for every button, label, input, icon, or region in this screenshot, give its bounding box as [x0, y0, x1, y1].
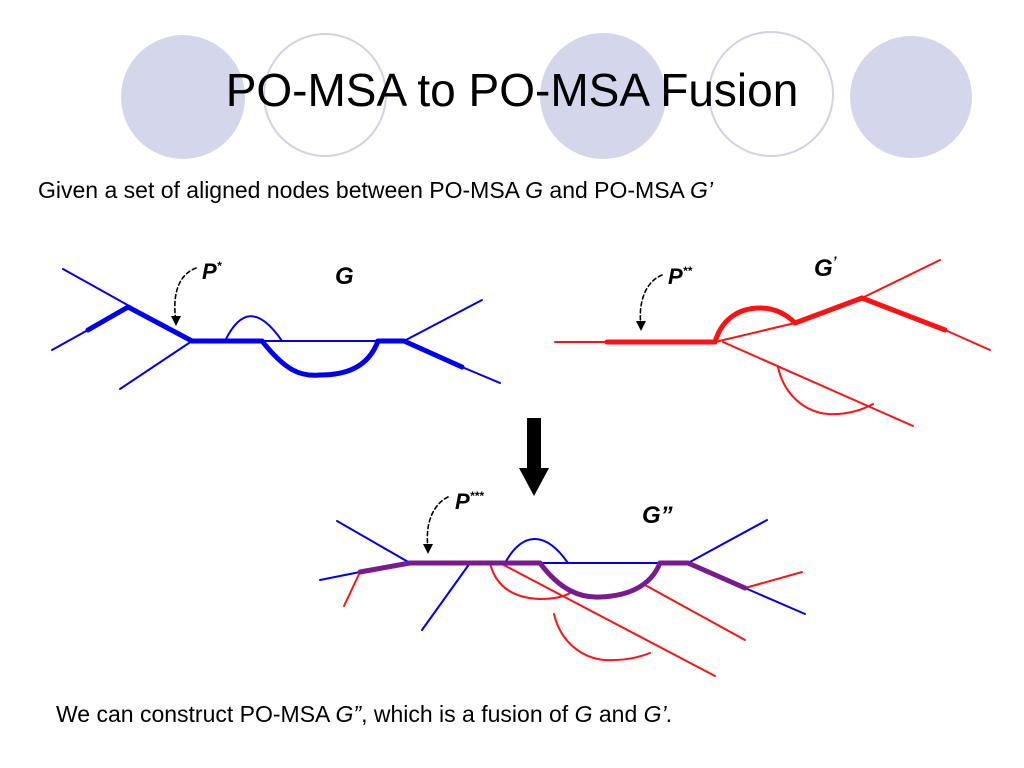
- gpp-blue-branch-right-bottom: [744, 587, 806, 615]
- decor-ring-1: [263, 33, 387, 157]
- g-branch-right-bold: [401, 338, 465, 370]
- gp-branch-right-thin: [944, 329, 991, 351]
- intro-g: G: [525, 177, 544, 203]
- slide-title: PO-MSA to PO-MSA Fusion: [225, 64, 799, 116]
- gpp-blue-branch-right-top: [687, 519, 768, 564]
- gp-branch-down: [722, 341, 914, 427]
- p-double-star-arrowhead: [636, 321, 646, 331]
- gpp-blue-branch-top-left: [336, 520, 411, 564]
- conclusion-g-prime: G’.: [643, 701, 674, 727]
- graph-g-prime-label: G’: [814, 253, 838, 282]
- p-double-star-label: P**: [668, 264, 693, 289]
- gpp-red-branch-right-mid: [644, 584, 746, 641]
- gpp-fused-branch-right: [685, 560, 748, 591]
- graph-g: [51, 268, 501, 390]
- gpp-red-loop-lower: [553, 613, 651, 662]
- decor-circle-1: [121, 35, 245, 159]
- gpp-red-branch-down: [499, 562, 716, 677]
- decor-circle-3: [850, 36, 972, 158]
- decor-ring-2: [708, 31, 834, 157]
- g-loop-bold: [259, 338, 381, 378]
- gp-path-thin-right: [714, 322, 796, 343]
- p-triple-star-arrowhead: [423, 544, 433, 554]
- conclusion-part3: and: [592, 701, 644, 727]
- p-star-label: P*: [202, 259, 223, 284]
- g-branch-bottom-left: [119, 340, 193, 390]
- p-triple-star-pointer: [426, 496, 449, 549]
- g-branch-left-bold: [85, 304, 131, 333]
- conclusion-part2: , which is a fusion of: [361, 701, 575, 727]
- g-branch-left-lower: [51, 329, 89, 351]
- gp-branch-right-bold: [859, 295, 948, 333]
- gpp-fused-stub-left: [357, 560, 413, 575]
- conclusion-text: We can construct PO-MSA G”, which is a f…: [56, 701, 673, 728]
- decor-circle-2: [540, 33, 666, 159]
- fusion-arrow: [519, 418, 549, 496]
- conclusion-g-double-prime: G”: [335, 701, 362, 727]
- graph-g-label: G: [335, 263, 354, 290]
- p-double-star-pointer: [639, 274, 663, 327]
- conclusion-part1: We can construct PO-MSA: [56, 701, 336, 727]
- p-triple-star-label: P***: [455, 489, 485, 514]
- graph-g-double-prime: [319, 519, 806, 677]
- gpp-blue-bump: [504, 538, 569, 564]
- graph-g-double-prime-label: G”: [642, 502, 673, 529]
- graph-g-prime: [554, 259, 991, 427]
- p-star-pointer: [174, 267, 197, 323]
- gpp-red-branch-right-top: [744, 571, 803, 589]
- gpp-red-stub-left: [343, 571, 361, 607]
- g-branch-right-top: [403, 299, 483, 342]
- gpp-blue-branch-bottom-left: [421, 562, 471, 631]
- conclusion-g: G: [574, 701, 593, 727]
- intro-text: Given a set of aligned nodes between PO-…: [38, 177, 713, 204]
- gp-bump-bold: [712, 305, 798, 345]
- g-bump: [224, 315, 283, 342]
- gpp-blue-branch-left: [319, 571, 361, 581]
- p-star-arrowhead: [171, 316, 181, 326]
- intro-g-prime: G’: [690, 177, 714, 203]
- gp-lower-loop: [777, 366, 874, 416]
- gp-branch-top-right: [861, 259, 941, 299]
- gpp-fused-loop: [537, 560, 663, 600]
- intro-text-part1: Given a set of aligned nodes between PO-…: [38, 177, 526, 203]
- fusion-arrow-shaft: [527, 418, 541, 470]
- g-branch-right-bottom: [461, 366, 501, 384]
- g-path-bold-a: [125, 304, 195, 344]
- fusion-arrow-head: [519, 468, 549, 496]
- intro-text-part2: and PO-MSA: [543, 177, 691, 203]
- gp-path-bold-b: [792, 295, 865, 326]
